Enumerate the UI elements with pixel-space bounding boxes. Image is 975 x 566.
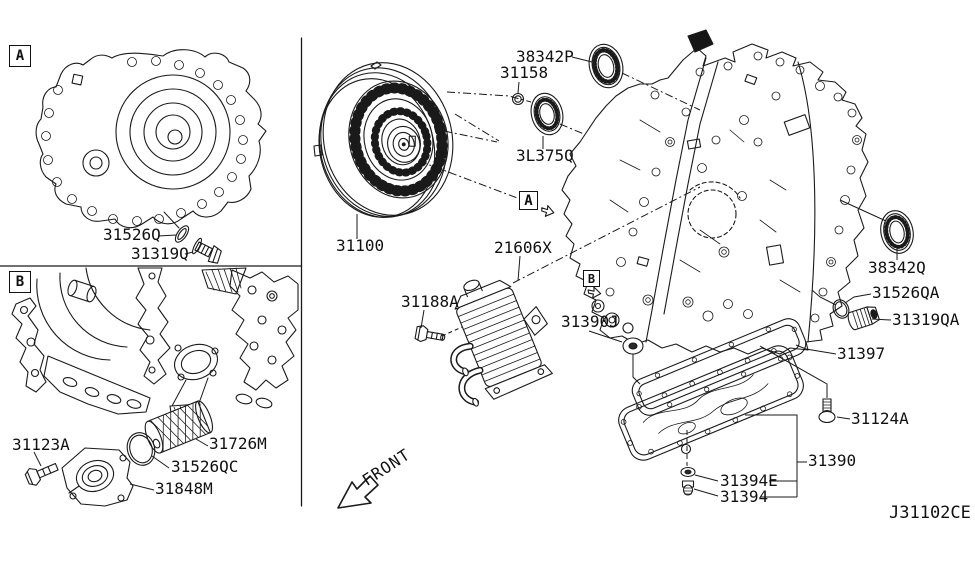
part-label-31526QA: 31526QA: [872, 283, 940, 302]
transaxle-case-drawing: [561, 29, 869, 355]
washer-31394E-drawing: [680, 466, 696, 478]
section-divider-lines: [0, 37, 303, 507]
oil-pan-31390-drawing: [618, 345, 804, 461]
part-label-31394E: 31394E: [720, 471, 778, 490]
part-label-31526QC: 31526QC: [171, 457, 239, 476]
washer-31390J-drawing: [622, 337, 644, 355]
view-a-arrow-icon: [541, 204, 555, 217]
part-label-38342P: 38342P: [516, 47, 574, 66]
bolt-31319Q-drawing: [191, 237, 222, 264]
part-label-31726M: 31726M: [209, 434, 267, 453]
oil-seal-38342Q-drawing: [880, 210, 914, 254]
part-label-31158: 31158: [500, 63, 549, 82]
oil-cooler-drawing: [450, 279, 553, 407]
washer-31526Q-drawing: [174, 225, 190, 243]
oring-31526QC-drawing: [126, 432, 156, 466]
oil-seal-3L375Q-drawing: [530, 92, 564, 136]
section-marker-b: B: [9, 271, 31, 293]
view-marker-a: A: [519, 191, 538, 210]
oring-31526QA-drawing: [832, 299, 850, 319]
oil-seal-38342P-drawing: [588, 43, 624, 89]
part-label-31390: 31390: [808, 451, 857, 470]
part-label-31124A: 31124A: [851, 409, 909, 428]
drain-plug-31394-drawing: [681, 480, 695, 496]
torque-converter-drawing: [313, 61, 454, 218]
part-label-31123A: 31123A: [12, 435, 70, 454]
case-side-view-b-drawing: [11, 267, 299, 507]
part-label-31848M: 31848M: [155, 479, 213, 498]
part-label-31188A: 31188A: [401, 292, 459, 311]
section-a-letter: A: [15, 48, 25, 64]
part-label-31394: 31394: [720, 487, 769, 506]
section-marker-a: A: [9, 45, 31, 67]
part-label-31397: 31397: [837, 344, 886, 363]
alignment-dash-lines: [418, 72, 701, 466]
section-b-letter: B: [15, 274, 25, 290]
view-marker-b: B: [583, 270, 600, 287]
oil-filter-31726M-drawing: [144, 400, 214, 454]
part-label-31319Q: 31319Q: [131, 244, 189, 263]
part-label-31319QA: 31319QA: [892, 310, 960, 329]
view-a-letter: A: [524, 192, 533, 209]
oring-31158-drawing: [511, 92, 525, 106]
diagram-code: J31102CE: [889, 503, 971, 523]
leader-lines: [33, 56, 898, 498]
drain-plug-31319QA-drawing: [847, 306, 880, 331]
part-label-31526Q: 31526Q: [103, 225, 161, 244]
part-label-38342Q: 38342Q: [868, 258, 926, 277]
view-b-arrow-icon: [587, 286, 602, 299]
part-label-31100: 31100: [336, 236, 385, 255]
filter-cover-31848M-drawing: [61, 447, 134, 507]
part-label-31390J: 31390J: [561, 312, 619, 331]
view-b-letter: B: [587, 271, 596, 286]
bolt-31123A-drawing: [24, 462, 59, 486]
bolt-31124A-drawing: [818, 398, 836, 424]
gasket-31397-drawing: [631, 318, 807, 416]
bolt-31188A-drawing: [414, 325, 446, 343]
part-label-21606X: 21606X: [494, 238, 552, 257]
front-arrow-icon: [337, 475, 379, 509]
part-label-3L375Q: 3L375Q: [516, 146, 574, 165]
converter-housing-view-a-drawing: [35, 49, 267, 264]
